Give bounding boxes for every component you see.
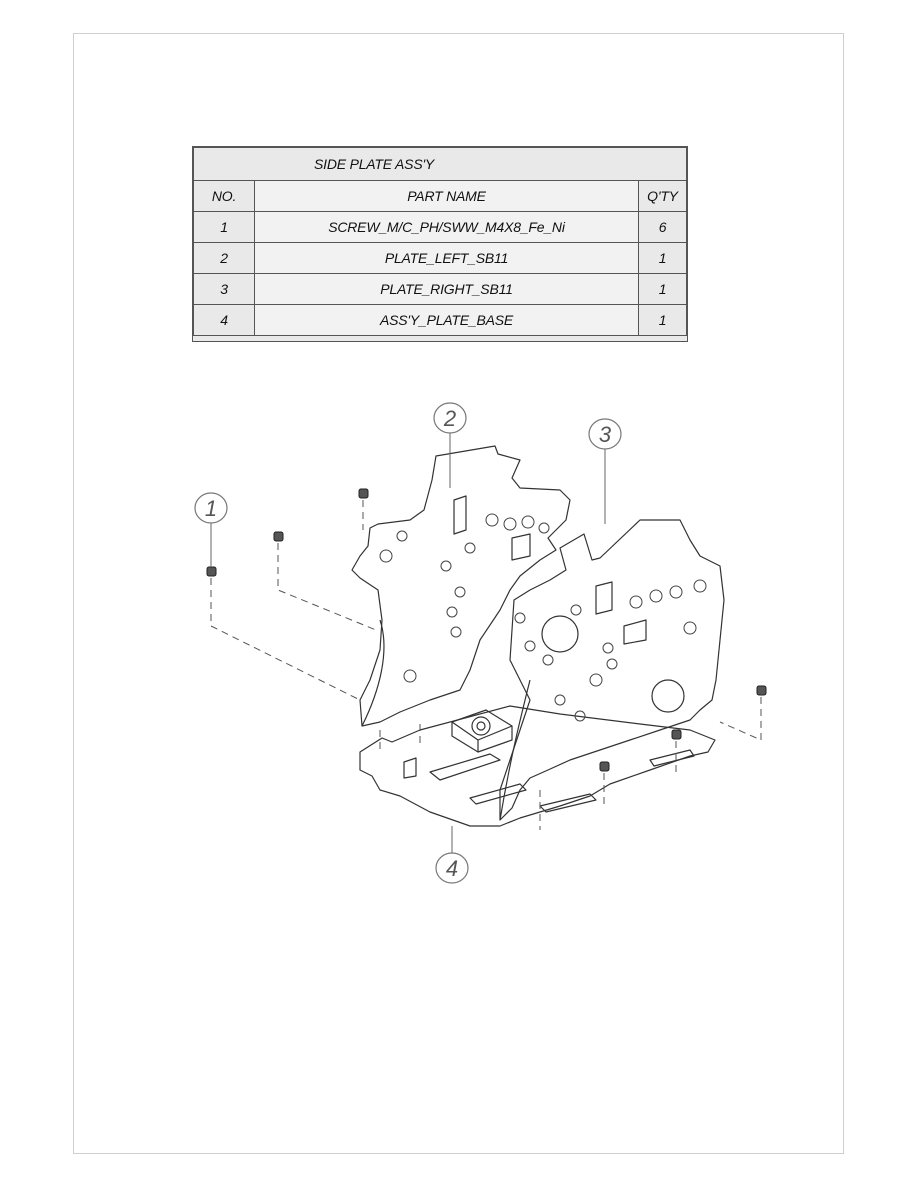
header-qty: Q'TY bbox=[638, 180, 687, 212]
row-qty: 6 bbox=[638, 211, 687, 243]
table-row: 1 SCREW_M/C_PH/SWW_M4X8_Fe_Ni 6 bbox=[193, 211, 687, 243]
right-plate bbox=[499, 519, 725, 821]
row-part-name: SCREW_M/C_PH/SWW_M4X8_Fe_Ni bbox=[254, 211, 639, 243]
row-part-name: PLATE_LEFT_SB11 bbox=[254, 242, 639, 274]
header-part-name: PART NAME bbox=[254, 180, 639, 212]
screws bbox=[206, 488, 767, 772]
row-part-name: ASS'Y_PLATE_BASE bbox=[254, 304, 639, 336]
callout-1-label: 1 bbox=[205, 496, 217, 521]
table-row: 4 ASS'Y_PLATE_BASE 1 bbox=[193, 304, 687, 336]
callout-2-label: 2 bbox=[443, 406, 456, 431]
callout-3 bbox=[588, 418, 622, 450]
callout-4 bbox=[435, 852, 469, 884]
callout-3-label: 3 bbox=[599, 422, 612, 447]
callout-1 bbox=[194, 492, 228, 524]
table-row: 2 PLATE_LEFT_SB11 1 bbox=[193, 242, 687, 274]
page-frame bbox=[73, 33, 844, 1154]
row-qty: 1 bbox=[638, 304, 687, 336]
left-plate bbox=[351, 445, 571, 727]
callout-4-label: 4 bbox=[446, 856, 458, 881]
parts-table: SIDE PLATE ASS'Y NO. PART NAME Q'TY 1 SC… bbox=[192, 146, 688, 342]
row-part-name: PLATE_RIGHT_SB11 bbox=[254, 273, 639, 305]
row-no: 2 bbox=[193, 242, 255, 274]
callout-2 bbox=[433, 402, 467, 434]
table-row: 3 PLATE_RIGHT_SB11 1 bbox=[193, 273, 687, 305]
base-plate bbox=[359, 705, 716, 827]
row-no: 4 bbox=[193, 304, 255, 336]
table-title: SIDE PLATE ASS'Y bbox=[193, 147, 687, 181]
